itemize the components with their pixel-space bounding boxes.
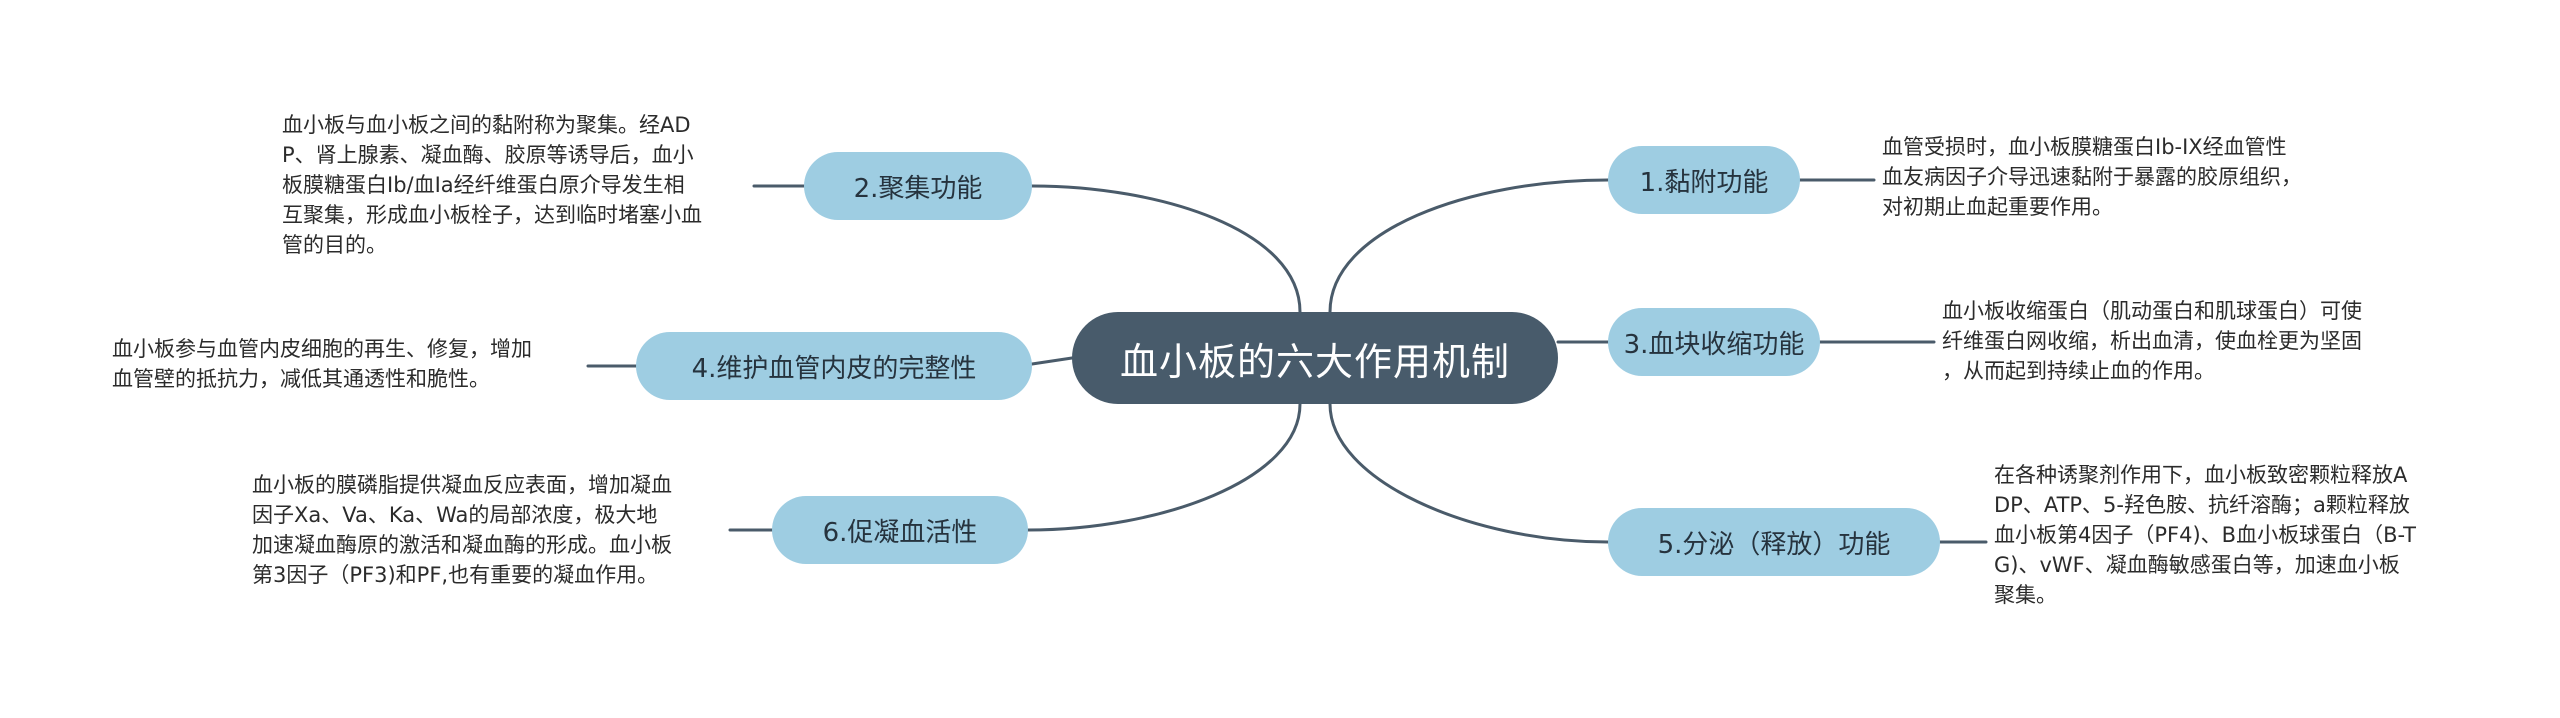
description-endothelium-integrity: 血小板参与血管内皮细胞的再生、修复，增加 血管壁的抵抗力，减低其通透性和脆性。 xyxy=(112,337,532,391)
description-procoagulant: 血小板的膜磷脂提供凝血反应表面，增加凝血 因子Xa、Va、Ka、Wa的局部浓度，… xyxy=(252,473,672,587)
central-topic[interactable]: 血小板的六大作用机制 xyxy=(1072,312,1558,404)
connector-root-b2 xyxy=(1030,184,1302,314)
connector-root-b1 xyxy=(1328,178,1610,314)
branch-endothelium-integrity[interactable]: 4.维护血管内皮的完整性 xyxy=(636,332,1032,400)
connector-root-b6 xyxy=(1026,402,1302,532)
branch-aggregation[interactable]: 2.聚集功能 xyxy=(804,152,1032,220)
description-aggregation: 血小板与血小板之间的黏附称为聚集。经AD P、肾上腺素、凝血酶、胶原等诱导后，血… xyxy=(282,113,702,257)
connector-root-b4 xyxy=(1030,356,1074,366)
branch-procoagulant[interactable]: 6.促凝血活性 xyxy=(772,496,1028,564)
branch-clot-retraction[interactable]: 3.血块收缩功能 xyxy=(1608,308,1820,376)
branch-adhesion[interactable]: 1.黏附功能 xyxy=(1608,146,1800,214)
description-adhesion: 血管受损时，血小板膜糖蛋白Ib-IX经血管性 血友病因子介导迅速黏附于暴露的胶原… xyxy=(1882,135,2302,219)
description-secretion: 在各种诱聚剂作用下，血小板致密颗粒释放A DP、ATP、5-羟色胺、抗纤溶酶；a… xyxy=(1994,463,2416,607)
branch-secretion[interactable]: 5.分泌（释放）功能 xyxy=(1608,508,1940,576)
connector-root-b5 xyxy=(1328,402,1610,544)
description-clot-retraction: 血小板收缩蛋白（肌动蛋白和肌球蛋白）可使 纤维蛋白网收缩，析出血清，使血栓更为坚… xyxy=(1942,299,2362,383)
